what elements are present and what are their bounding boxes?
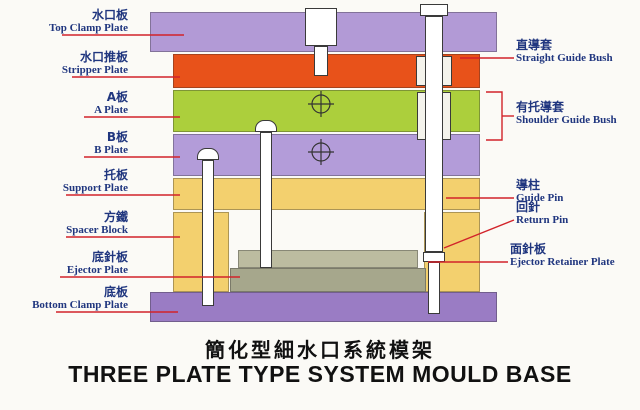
label-stripper-plate-zh: 水口推板 bbox=[79, 50, 128, 64]
label-support-plate-en: Support Plate bbox=[62, 182, 128, 195]
label-bottom-clamp-plate-zh: 底板 bbox=[103, 285, 128, 299]
label-guide-pin: 導柱 Guide Pin bbox=[516, 178, 563, 206]
label-bottom-clamp-plate: 底板 Bottom Clamp Plate bbox=[32, 285, 128, 313]
label-guide-pin-en: Guide Pin bbox=[516, 192, 564, 205]
label-top-clamp-plate-en: Top Clamp Plate bbox=[48, 22, 128, 35]
label-top-clamp-plate-zh: 水口板 bbox=[91, 8, 128, 22]
label-shoulder-guide-bush-en: Shoulder Guide Bush bbox=[516, 114, 617, 127]
label-straight-guide-bush-en: Straight Guide Bush bbox=[516, 52, 613, 65]
label-top-clamp-plate: 水口板 Top Clamp Plate bbox=[49, 8, 128, 36]
label-support-plate-zh: 托板 bbox=[103, 168, 128, 182]
label-a-plate-en: A Plate bbox=[94, 104, 128, 117]
label-straight-guide-bush-zh: 直導套 bbox=[516, 38, 553, 52]
label-straight-guide-bush: 直導套 Straight Guide Bush bbox=[516, 38, 613, 66]
label-return-pin-zh: 回針 bbox=[516, 200, 541, 214]
left-guide-pin-shaft bbox=[202, 160, 214, 306]
label-bottom-clamp-plate-en: Bottom Clamp Plate bbox=[32, 299, 128, 312]
label-shoulder-guide-bush-zh: 有托導套 bbox=[516, 100, 565, 114]
guide-pin-head bbox=[420, 4, 448, 16]
label-ejector-retainer-plate: 面針板 Ejector Retainer Plate bbox=[510, 242, 615, 270]
sprue-bush-stem bbox=[314, 46, 328, 76]
center-ejector-pin-shaft bbox=[260, 132, 272, 268]
label-ejector-plate-en: Ejector Plate bbox=[66, 264, 128, 277]
bracket-shoulder-guide-bush bbox=[486, 91, 503, 141]
label-spacer-block: 方鐵 Spacer Block bbox=[66, 210, 128, 238]
label-b-plate-en: B Plate bbox=[94, 144, 128, 157]
label-support-plate: 托板 Support Plate bbox=[63, 168, 128, 196]
label-guide-pin-zh: 導柱 bbox=[516, 178, 541, 192]
label-b-plate: B板 B Plate bbox=[94, 130, 128, 158]
label-ejector-retainer-plate-zh: 面針板 bbox=[510, 242, 547, 256]
label-return-pin: 回針 Return Pin bbox=[516, 200, 568, 228]
sprue-bush bbox=[305, 8, 337, 46]
label-a-plate: A板 A Plate bbox=[94, 90, 128, 118]
label-return-pin-en: Return Pin bbox=[516, 214, 569, 227]
label-spacer-block-en: Spacer Block bbox=[66, 224, 128, 237]
label-ejector-retainer-plate-en: Ejector Retainer Plate bbox=[510, 256, 615, 269]
diagram-title-english: THREE PLATE TYPE SYSTEM MOULD BASE bbox=[68, 361, 572, 387]
spacer-block-left bbox=[173, 212, 229, 292]
label-a-plate-zh: A板 bbox=[106, 90, 128, 104]
center-ejector-pin-head bbox=[255, 120, 277, 132]
label-b-plate-zh: B板 bbox=[106, 130, 128, 144]
label-stripper-plate: 水口推板 Stripper Plate bbox=[62, 50, 128, 78]
leader-return-pin bbox=[443, 219, 515, 249]
label-ejector-plate-zh: 底針板 bbox=[91, 250, 128, 264]
label-spacer-block-zh: 方鐵 bbox=[103, 210, 128, 224]
ejector-retainer-plate bbox=[238, 250, 418, 268]
guide-pin-shaft bbox=[425, 16, 443, 252]
label-shoulder-guide-bush: 有托導套 Shoulder Guide Bush bbox=[516, 100, 617, 128]
label-ejector-plate: 底針板 Ejector Plate bbox=[67, 250, 128, 278]
ejector-plate bbox=[230, 268, 426, 292]
left-guide-pin-head bbox=[197, 148, 219, 160]
diagram-title-chinese: 簡化型細水口系統模架 bbox=[205, 338, 435, 362]
label-stripper-plate-en: Stripper Plate bbox=[61, 64, 128, 77]
